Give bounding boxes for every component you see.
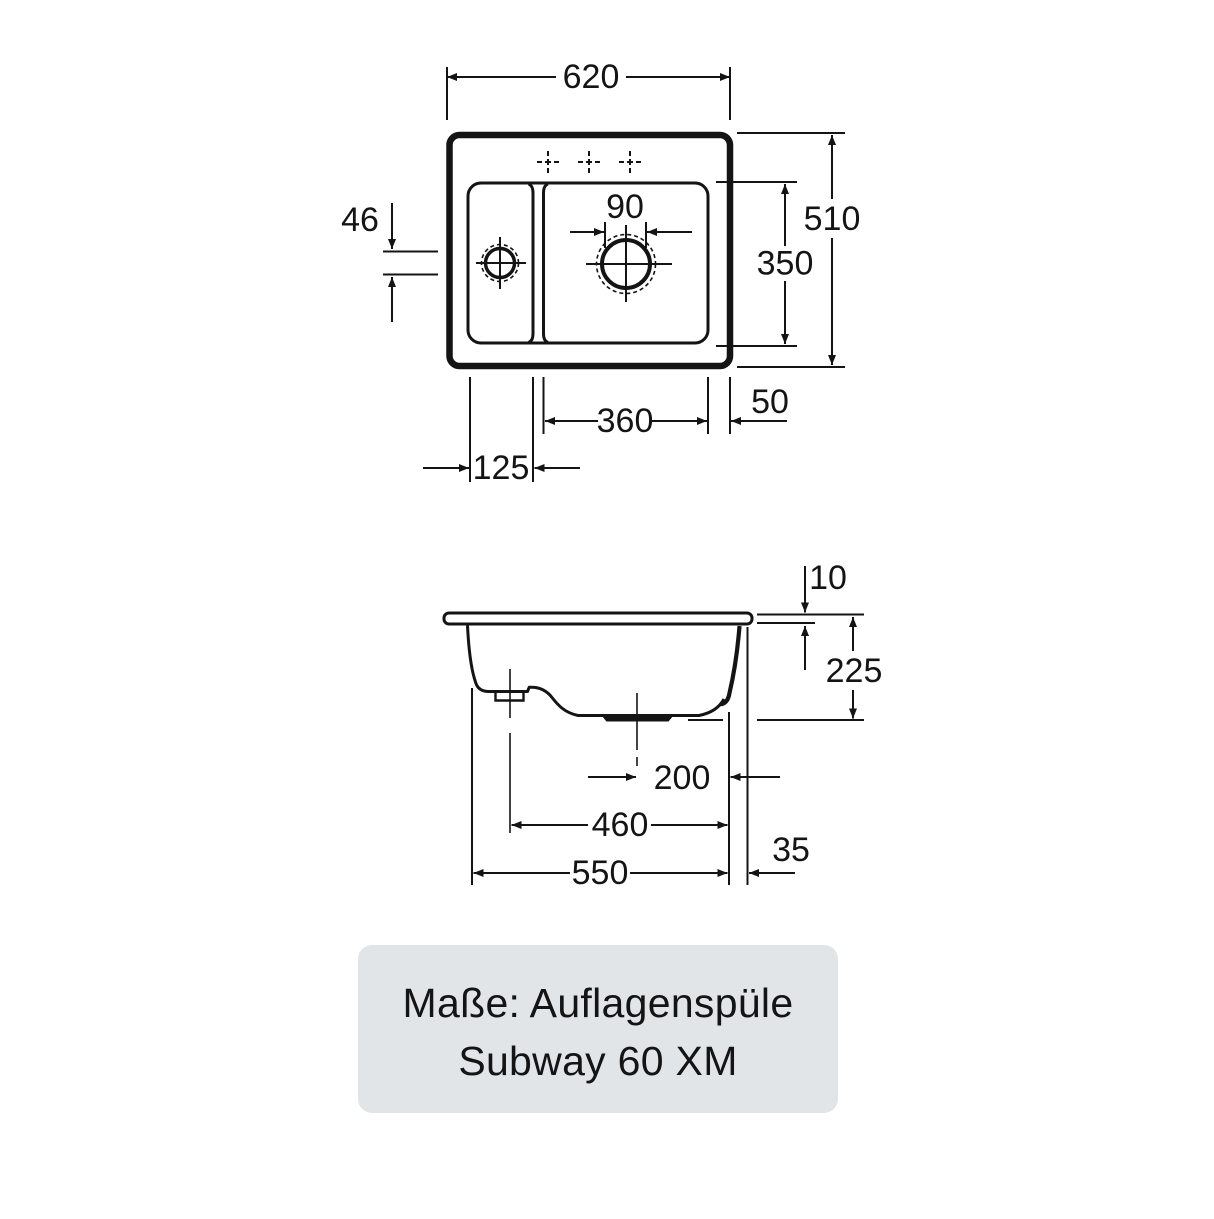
dim-base-width: 460 <box>511 806 728 844</box>
sink-outer-outline <box>446 131 734 370</box>
svg-text:125: 125 <box>473 449 530 487</box>
svg-text:10: 10 <box>809 559 847 597</box>
dim-right-margin: 50 <box>731 383 789 425</box>
svg-text:90: 90 <box>606 188 644 226</box>
dim-drain-to-edge: 200 <box>588 759 780 797</box>
dim-total-height: 225 <box>826 617 883 719</box>
rim-profile <box>442 611 754 626</box>
dim-drain-hole: 90 <box>570 188 692 248</box>
right-wall-profile <box>720 625 742 707</box>
dim-main-bowl-width: 360 <box>545 402 707 440</box>
sink-body-profile <box>466 625 726 717</box>
small-bowl-drain <box>476 237 526 289</box>
dim-total-depth: 510 <box>737 132 861 368</box>
svg-text:225: 225 <box>826 652 883 690</box>
dim-bottom-width: 550 <box>473 854 728 892</box>
dim-side-offset: 35 <box>749 831 810 877</box>
main-bowl-drain <box>586 225 672 302</box>
caption-background <box>358 945 838 1113</box>
bottom-extension-lines <box>469 377 731 482</box>
caption-line2: Subway 60 XM <box>458 1038 737 1084</box>
svg-text:350: 350 <box>757 245 814 283</box>
caption-line1: Maße: Auflagenspüle <box>403 980 794 1026</box>
bowl-divider-left <box>527 182 535 344</box>
side-view: 10 225 200 460 550 <box>442 559 883 892</box>
svg-text:510: 510 <box>804 200 861 238</box>
svg-text:46: 46 <box>341 201 379 239</box>
faucet-hole-marks <box>537 151 641 173</box>
svg-text:360: 360 <box>597 402 654 440</box>
bowls-outline <box>466 181 710 345</box>
top-view: 90 46 620 510 <box>341 58 860 487</box>
dim-small-bowl-width: 125 <box>423 449 580 487</box>
svg-text:200: 200 <box>654 759 711 797</box>
bowl-divider-right <box>542 182 549 344</box>
svg-text:35: 35 <box>772 831 810 869</box>
svg-text:620: 620 <box>563 58 620 96</box>
dim-rim-thickness: 10 <box>801 559 847 670</box>
side-extension-lines <box>471 613 864 885</box>
dim-small-drain-offset: 46 <box>341 201 438 322</box>
dim-bowl-depth: 350 <box>716 181 814 347</box>
svg-text:460: 460 <box>592 806 649 844</box>
svg-text:550: 550 <box>572 854 629 892</box>
dim-total-width: 620 <box>446 58 731 120</box>
svg-text:50: 50 <box>751 383 789 421</box>
caption-box: Maße: Auflagenspüle Subway 60 XM <box>358 945 838 1113</box>
